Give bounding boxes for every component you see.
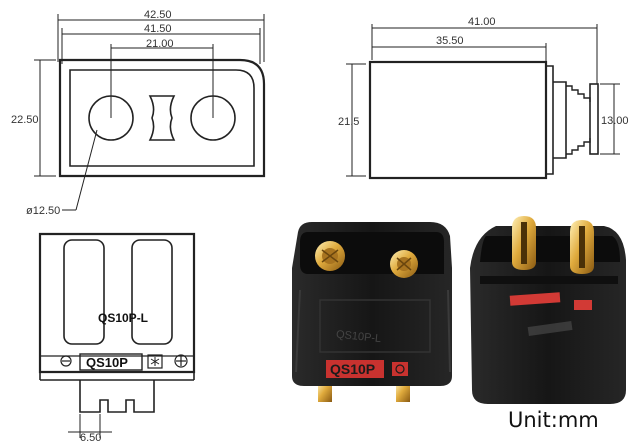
dim-pin-spacing: 21.00 (146, 38, 174, 50)
dim-pin-width: 6.50 (80, 432, 101, 444)
bottom-model-plate: QS10P (86, 355, 128, 370)
dim-side-height: 21.5 (338, 116, 359, 128)
unit-label: Unit:mm (508, 408, 599, 432)
dim-front-width-inner: 41.50 (144, 23, 172, 35)
photo-connector-left (292, 222, 452, 402)
front-view (34, 14, 266, 211)
side-view (346, 24, 620, 180)
photo-connector-right (470, 216, 626, 404)
dim-side-length-body: 35.50 (436, 35, 464, 47)
dim-tail-height: 13.00 (601, 115, 629, 127)
dim-front-width-outer: 42.50 (144, 9, 172, 21)
bottom-model-upper: QS10P-L (98, 311, 148, 325)
dim-side-length-total: 41.00 (468, 16, 496, 28)
dim-pin-diameter: ø12.50 (26, 205, 60, 217)
photo-model-left-small: QS10P-L (335, 329, 381, 346)
photo-model-left: QS10P (330, 361, 375, 377)
bottom-view (38, 232, 196, 438)
dim-front-height: 22.50 (11, 114, 39, 126)
